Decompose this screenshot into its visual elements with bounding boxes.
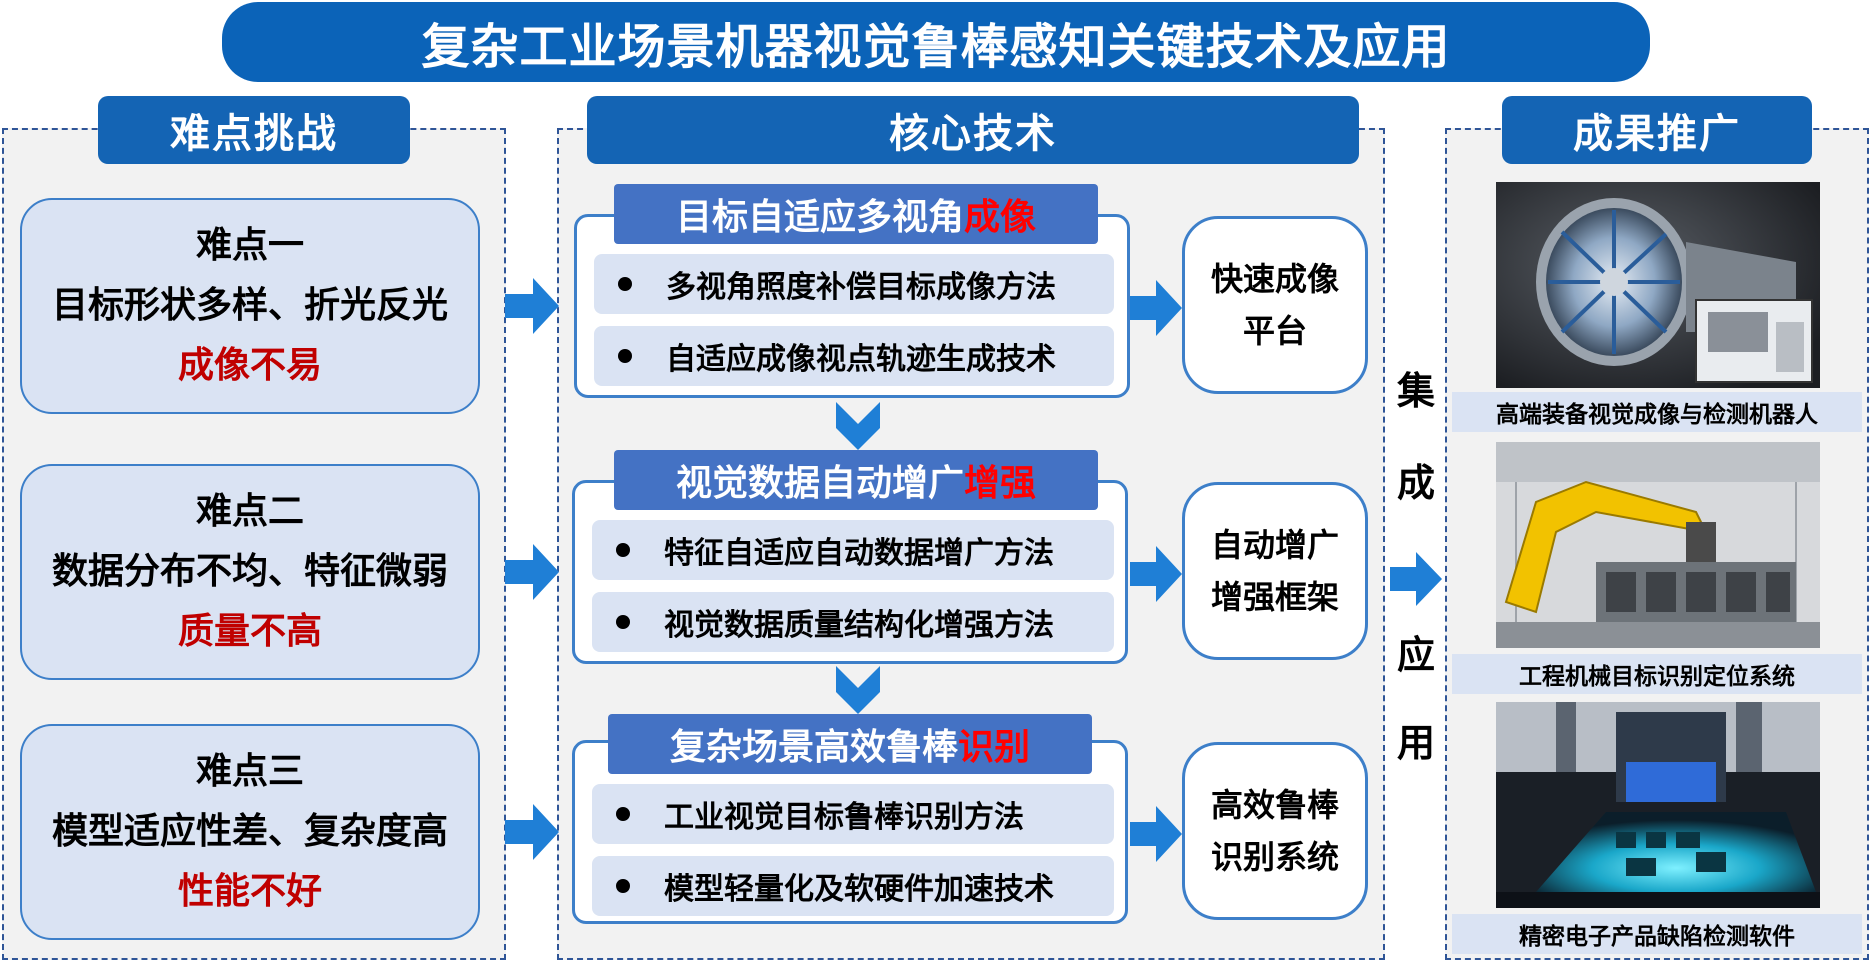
bullet-icon [618, 349, 632, 363]
chevron-down-icon [836, 402, 880, 450]
tech-module-title: 视觉数据自动增广增强 [614, 450, 1098, 510]
challenge-name: 难点二 [195, 491, 304, 532]
challenge-desc: 数据分布不均、特征微弱 [51, 551, 448, 592]
application-caption: 工程机械目标识别定位系统 [1452, 654, 1862, 694]
bullet-icon [616, 807, 630, 821]
page-title: 复杂工业场景机器视觉鲁棒感知关键技术及应用 [222, 2, 1650, 82]
tech-title-highlight: 增强 [964, 463, 1037, 504]
result-line: 平台 [1242, 312, 1307, 350]
bullet-icon [618, 277, 632, 291]
arrow-right-icon [1130, 546, 1182, 602]
challenge-issue: 质量不高 [177, 611, 322, 652]
challenge-card-1: 难点一 目标形状多样、折光反光 成像不易 [20, 198, 480, 414]
result-box-2: 自动增广增强框架 [1182, 482, 1368, 660]
tech-item-label: 视觉数据质量结构化增强方法 [664, 608, 1054, 643]
result-line: 识别系统 [1210, 838, 1339, 876]
tech-item-label: 多视角照度补偿目标成像方法 [666, 270, 1056, 305]
challenge-issue: 性能不好 [177, 871, 322, 912]
tech-item: 多视角照度补偿目标成像方法 [594, 254, 1114, 314]
tech-item: 工业视觉目标鲁棒识别方法 [592, 784, 1114, 844]
application-caption: 高端装备视觉成像与检测机器人 [1452, 392, 1862, 432]
challenges-header: 难点挑战 [98, 96, 410, 164]
arrow-right-icon [505, 278, 559, 334]
challenge-name: 难点一 [195, 225, 304, 266]
application-caption: 精密电子产品缺陷检测软件 [1452, 914, 1862, 954]
integration-char: 集 [1396, 369, 1435, 413]
integration-label: 集 成 应 用 [1392, 360, 1440, 765]
arrow-right-icon [1130, 806, 1182, 862]
challenge-card-2: 难点二 数据分布不均、特征微弱 质量不高 [20, 464, 480, 680]
results-header: 成果推广 [1502, 96, 1812, 164]
arrow-right-icon [505, 804, 559, 860]
pcb-inspection-photo [1496, 702, 1820, 908]
tech-item-label: 模型轻量化及软硬件加速技术 [664, 872, 1054, 907]
challenge-card-3: 难点三 模型适应性差、复杂度高 性能不好 [20, 724, 480, 940]
turbine-engine-photo [1496, 182, 1820, 388]
arrow-right-icon [1130, 280, 1182, 336]
arrow-right-icon [505, 544, 559, 600]
tech-title-main: 目标自适应多视角 [675, 197, 964, 238]
tech-title-main: 视觉数据自动增广 [675, 463, 964, 504]
result-box-3: 高效鲁棒识别系统 [1182, 742, 1368, 920]
bullet-icon [616, 879, 630, 893]
result-line: 快速成像 [1210, 260, 1339, 298]
result-box-1: 快速成像平台 [1182, 216, 1368, 394]
tech-item-label: 工业视觉目标鲁棒识别方法 [664, 800, 1024, 835]
challenge-name: 难点三 [195, 751, 304, 792]
tech-item-label: 自适应成像视点轨迹生成技术 [666, 342, 1056, 377]
tech-module-title: 目标自适应多视角成像 [614, 184, 1098, 244]
tech-title-highlight: 识别 [958, 727, 1031, 768]
integration-char: 用 [1396, 721, 1435, 765]
tech-title-main: 复杂场景高效鲁棒 [669, 727, 958, 768]
tech-item-label: 特征自适应自动数据增广方法 [664, 536, 1054, 571]
result-line: 增强框架 [1210, 578, 1339, 616]
challenge-desc: 目标形状多样、折光反光 [51, 285, 448, 326]
bullet-icon [616, 615, 630, 629]
robot-arm-photo [1496, 442, 1820, 648]
chevron-down-icon [836, 666, 880, 714]
tech-item: 模型轻量化及软硬件加速技术 [592, 856, 1114, 916]
result-line: 自动增广 [1210, 526, 1339, 564]
tech-module-title: 复杂场景高效鲁棒识别 [608, 714, 1092, 774]
tech-item: 特征自适应自动数据增广方法 [592, 520, 1114, 580]
core-tech-header: 核心技术 [587, 96, 1359, 164]
tech-item: 自适应成像视点轨迹生成技术 [594, 326, 1114, 386]
bullet-icon [616, 543, 630, 557]
integration-char: 成 [1396, 461, 1435, 505]
integration-char: 应 [1396, 633, 1435, 677]
tech-title-highlight: 成像 [964, 197, 1037, 238]
tech-item: 视觉数据质量结构化增强方法 [592, 592, 1114, 652]
result-line: 高效鲁棒 [1210, 786, 1339, 824]
challenge-desc: 模型适应性差、复杂度高 [51, 811, 448, 852]
arrow-right-icon [1390, 552, 1442, 606]
challenge-issue: 成像不易 [177, 345, 322, 386]
